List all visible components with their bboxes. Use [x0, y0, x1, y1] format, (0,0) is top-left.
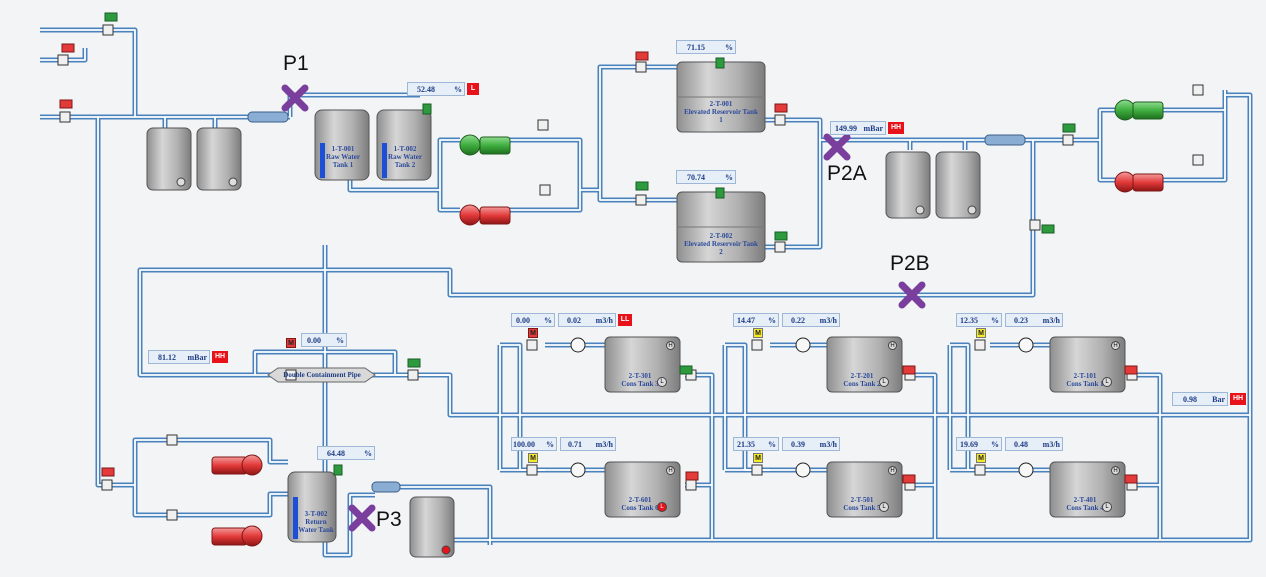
strainer-icon [247, 111, 1026, 493]
tank-name: Cons Tank 4 [1066, 504, 1104, 512]
tank-tag: 2-T-002 [709, 232, 733, 240]
ct3-valve-readout[interactable]: 0.00% [511, 313, 555, 327]
level-switch-icon: L [879, 377, 889, 387]
alarm-badge: HH [888, 122, 904, 134]
marker-p3-label: P3 [376, 508, 402, 531]
ct2-valve-readout[interactable]: 14.47% [733, 313, 779, 327]
ct5-valve-readout[interactable]: 21.35% [733, 437, 779, 451]
high-level-switch-icon: H [888, 341, 897, 350]
tank-name: Cons Tank 5 [843, 504, 881, 512]
alarm-badge: L [467, 83, 479, 95]
double-containment-pipe-label: Double Containment Pipe [283, 371, 361, 379]
alarm-badge: HH [1230, 393, 1246, 405]
high-level-switch-icon: H [888, 466, 897, 475]
tank-2t301-label[interactable]: 2-T-301 Cons Tank 3 [610, 372, 670, 388]
motor-valve-badge[interactable]: M [753, 453, 763, 463]
consumer-tank-icon [604, 336, 1126, 518]
motor-valve-badge[interactable]: M [976, 453, 986, 463]
elevated-tank1-level-readout[interactable]: 71.15% [676, 40, 736, 54]
dcp-valve-readout[interactable]: 0.00% [301, 333, 347, 347]
pump-running-icon [459, 99, 1164, 156]
tank-name: Cons Tank 3 [621, 380, 659, 388]
tank-name: Cons Tank 1 [1066, 380, 1104, 388]
valve-actuator-red-icon [59, 43, 1138, 484]
motor-valve-badge[interactable]: M [286, 338, 296, 348]
raw-water-tank-icon [314, 109, 432, 181]
tank-1t001-label[interactable]: 1-T-001 Raw Water Tank 1 [320, 145, 366, 169]
tank-tag: 2-T-101 [1073, 372, 1097, 380]
tank-tag: 2-T-201 [850, 372, 874, 380]
level-switch-icon: L [879, 502, 889, 512]
level-switch-icon: L [1102, 502, 1112, 512]
flow-meter-icon [570, 337, 1034, 478]
tank-2t001-label[interactable]: 2-T-001 Elevated Reservoir Tank 1 [682, 100, 760, 124]
elevated-reservoir-icon [676, 61, 766, 263]
alarm-badge: LL [618, 314, 632, 326]
tank-2t101-label[interactable]: 2-T-101 Cons Tank 1 [1055, 372, 1115, 388]
tank-tag: 2-T-001 [709, 100, 733, 108]
tank-3t002-label[interactable]: 3-T-002 Return Water Tank [296, 510, 336, 534]
tank-tag: 3-T-002 [304, 510, 328, 518]
tank-tag: 1-T-001 [331, 145, 355, 153]
tank-tag: 1-T-002 [393, 145, 417, 153]
tank-name: Raw Water Tank 2 [388, 153, 422, 169]
elevated-tank2-level-readout[interactable]: 70.74% [676, 170, 736, 184]
ct4-valve-readout[interactable]: 19.69% [956, 437, 1002, 451]
storage-tank-icon [146, 127, 981, 558]
tank-2t201-label[interactable]: 2-T-201 Cons Tank 2 [832, 372, 892, 388]
tank-name: Cons Tank 2 [843, 380, 881, 388]
tank-2t601-label[interactable]: 2-T-601 Cons Tank 6 [610, 496, 670, 512]
marker-p2a-label: P2A [827, 162, 867, 185]
raw-water-level-readout[interactable]: 52.48% [407, 82, 465, 96]
high-level-switch-icon: H [666, 466, 675, 475]
tank-name: Elevated Reservoir Tank 2 [684, 240, 758, 256]
ct1-valve-readout[interactable]: 12.35% [956, 313, 1002, 327]
tank-2t501-label[interactable]: 2-T-501 Cons Tank 5 [832, 496, 892, 512]
tank-tag: 2-T-601 [628, 496, 652, 504]
tank-2t401-label[interactable]: 2-T-401 Cons Tank 4 [1055, 496, 1115, 512]
tank-name: Cons Tank 6 [621, 504, 659, 512]
tank-tag: 2-T-501 [850, 496, 874, 504]
motor-valve-badge[interactable]: M [753, 328, 763, 338]
level-switch-icon: L [657, 377, 667, 387]
high-level-switch-icon: H [1111, 466, 1120, 475]
motor-valve-badge[interactable]: M [528, 453, 538, 463]
tank-name: Elevated Reservoir Tank 1 [684, 108, 758, 124]
marker-p2b-label: P2B [890, 252, 930, 275]
motor-valve-badge[interactable]: M [528, 328, 538, 338]
high-level-switch-icon: H [1111, 341, 1120, 350]
level-switch-icon: L [657, 502, 667, 512]
tank-name: Return Water Tank [298, 518, 334, 534]
alarm-badge: HH [212, 351, 228, 363]
high-level-switch-icon: H [666, 341, 675, 350]
return-tank-level-readout[interactable]: 64.48% [317, 446, 375, 460]
marker-p1-label: P1 [283, 52, 309, 75]
return-water-tank-icon [287, 471, 337, 543]
motor-valve-badge[interactable]: M [976, 328, 986, 338]
pump-stopped-icon [211, 171, 1164, 547]
tank-tag: 2-T-301 [628, 372, 652, 380]
tank-1t002-label[interactable]: 1-T-002 Raw Water Tank 2 [382, 145, 428, 169]
tank-name: Raw Water Tank 1 [326, 153, 360, 169]
tank-2t002-label[interactable]: 2-T-002 Elevated Reservoir Tank 2 [682, 232, 760, 256]
tank-tag: 2-T-401 [1073, 496, 1097, 504]
ct6-valve-readout[interactable]: 100.00% [511, 437, 557, 451]
valve-actuator-green-icon [104, 12, 1076, 476]
marker-x-icon [281, 84, 926, 532]
level-switch-icon: L [1102, 377, 1112, 387]
